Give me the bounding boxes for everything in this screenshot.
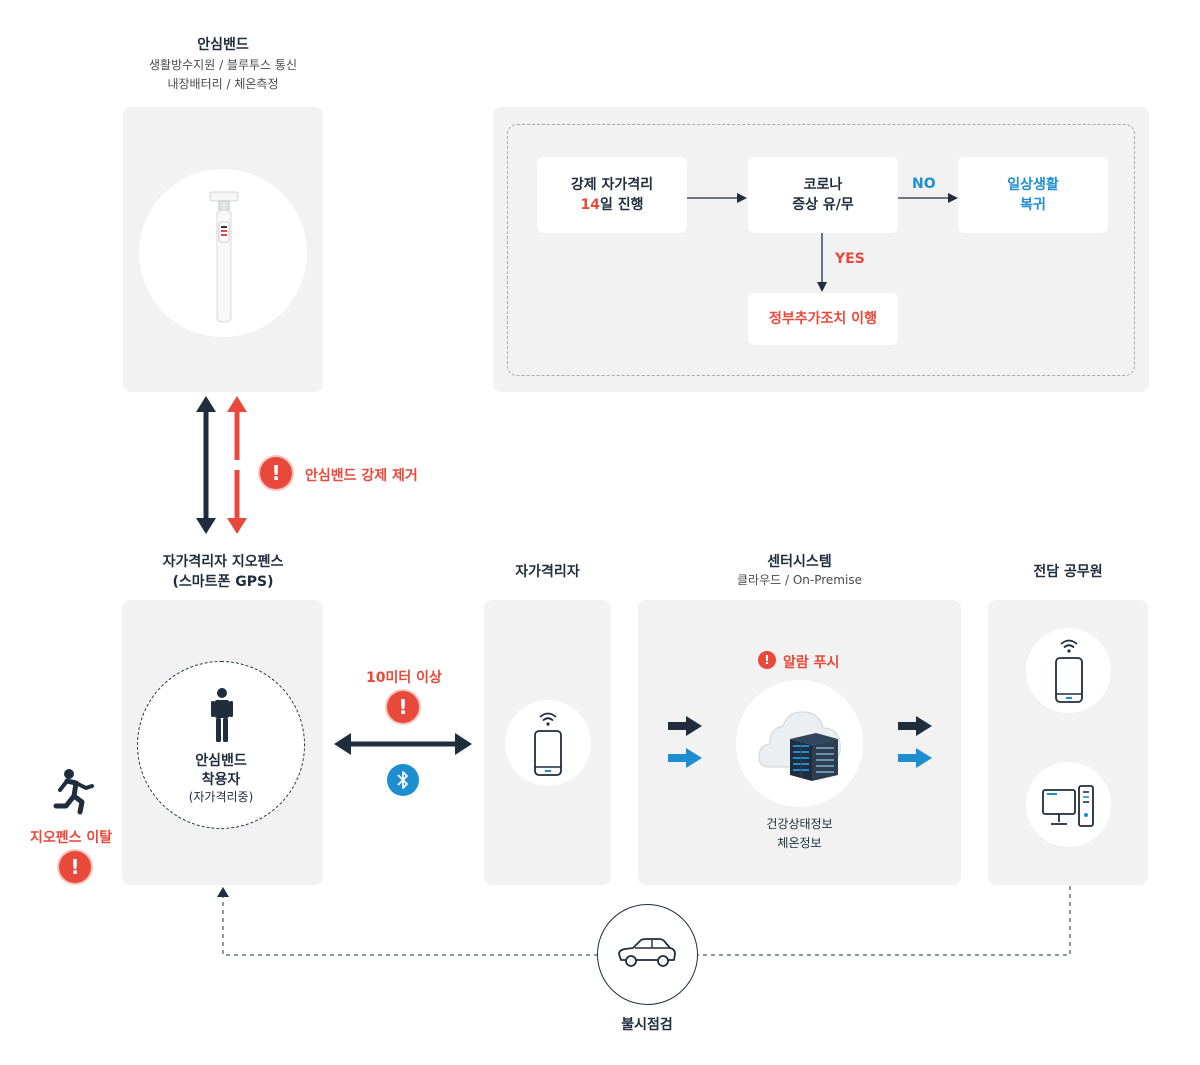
smartphone-wifi-icon (534, 712, 562, 776)
center-info-temperature: 체온정보 (777, 836, 822, 850)
flow-arrow-1 (687, 193, 747, 203)
geofence-title: 자가격리자 지오펜스 (162, 554, 284, 570)
band-removal-alert-icon: ! (260, 457, 292, 489)
flow-box-quarantine-line2: 14일 진행 (581, 195, 644, 215)
center-output-arrow-blue (898, 748, 932, 768)
flow-box-daily-life: 일상생활 복귀 (958, 157, 1108, 233)
center-output-arrow-dark (898, 716, 932, 736)
distance-label: 10미터 이상 (366, 670, 442, 686)
band-spec-line2: 내장배터리 / 체온측정 (167, 77, 279, 91)
running-person-icon (53, 769, 94, 815)
phone-link-arrow (334, 733, 472, 755)
center-info-health: 건강상태정보 (766, 817, 833, 831)
officer-desktop-circle (1026, 762, 1111, 847)
geofence-exit-label: 지오펜스 이탈 (30, 830, 113, 846)
flow-box-gov-action: 정부추가조치 이행 (748, 293, 898, 345)
band-removal-label: 안심밴드 강제 제거 (305, 468, 418, 484)
band-title: 안심밴드 (197, 37, 249, 53)
flow-box-symptom-line2: 증상 유/무 (792, 197, 854, 213)
cloud-server-icon (758, 711, 841, 781)
flow-box-daily-line2: 복귀 (1020, 197, 1046, 213)
wearer-line1: 안심밴드 (195, 753, 247, 769)
center-subtitle: 클라우드 / On-Premise (737, 573, 862, 587)
flow-yes-label: YES (835, 251, 865, 267)
center-title: 센터시스템 (767, 554, 832, 570)
flow-box-symptom: 코로나 증상 유/무 (748, 157, 898, 233)
center-input-arrow-dark (668, 716, 702, 736)
bluetooth-icon (387, 764, 419, 796)
flow-arrow-yes (817, 233, 827, 292)
inspection-label: 불시점검 (621, 1017, 673, 1033)
flow-arrow-no (898, 193, 958, 203)
car-icon (618, 938, 676, 967)
flow-box-daily-line1: 일상생활 (1007, 177, 1059, 193)
geofence-subtitle: (스마트폰 GPS) (172, 574, 274, 590)
person-icon (211, 688, 233, 742)
wearer-line2: 착용자 (201, 772, 241, 788)
flow-box-symptom-line1: 코로나 (803, 177, 843, 193)
flow-box-gov-text: 정부추가조치 이행 (769, 311, 877, 327)
inspection-car-circle (597, 904, 698, 1005)
flow-days-text: 일 진행 (599, 197, 644, 213)
officer-title: 전담 공무원 (1033, 564, 1103, 580)
center-input-arrow-blue (668, 748, 702, 768)
geofence-exit-alert-icon: ! (59, 851, 91, 883)
alarm-alert-icon: ! (758, 651, 776, 669)
flow-box-quarantine-line1: 강제 자가격리 (570, 177, 654, 193)
band-link-arrow (196, 396, 216, 534)
band-spec-line1: 생활방수지원 / 블루투스 통신 (149, 58, 297, 72)
desktop-computer-icon (1042, 785, 1094, 827)
wristband-icon (209, 191, 239, 323)
quarantine-title: 자가격리자 (515, 564, 580, 580)
flow-days-number: 14 (580, 197, 600, 213)
flow-box-quarantine: 강제 자가격리 14일 진행 (537, 157, 687, 233)
wearer-line3: (자가격리중) (188, 790, 254, 804)
flow-no-label: NO (912, 176, 936, 192)
alarm-push-label: 알람 푸시 (783, 655, 840, 671)
band-removal-broken-arrow (227, 396, 247, 534)
flow-dashed-frame (507, 124, 1135, 376)
officer-smartphone-icon (1055, 639, 1083, 703)
distance-alert-icon: ! (387, 691, 419, 723)
